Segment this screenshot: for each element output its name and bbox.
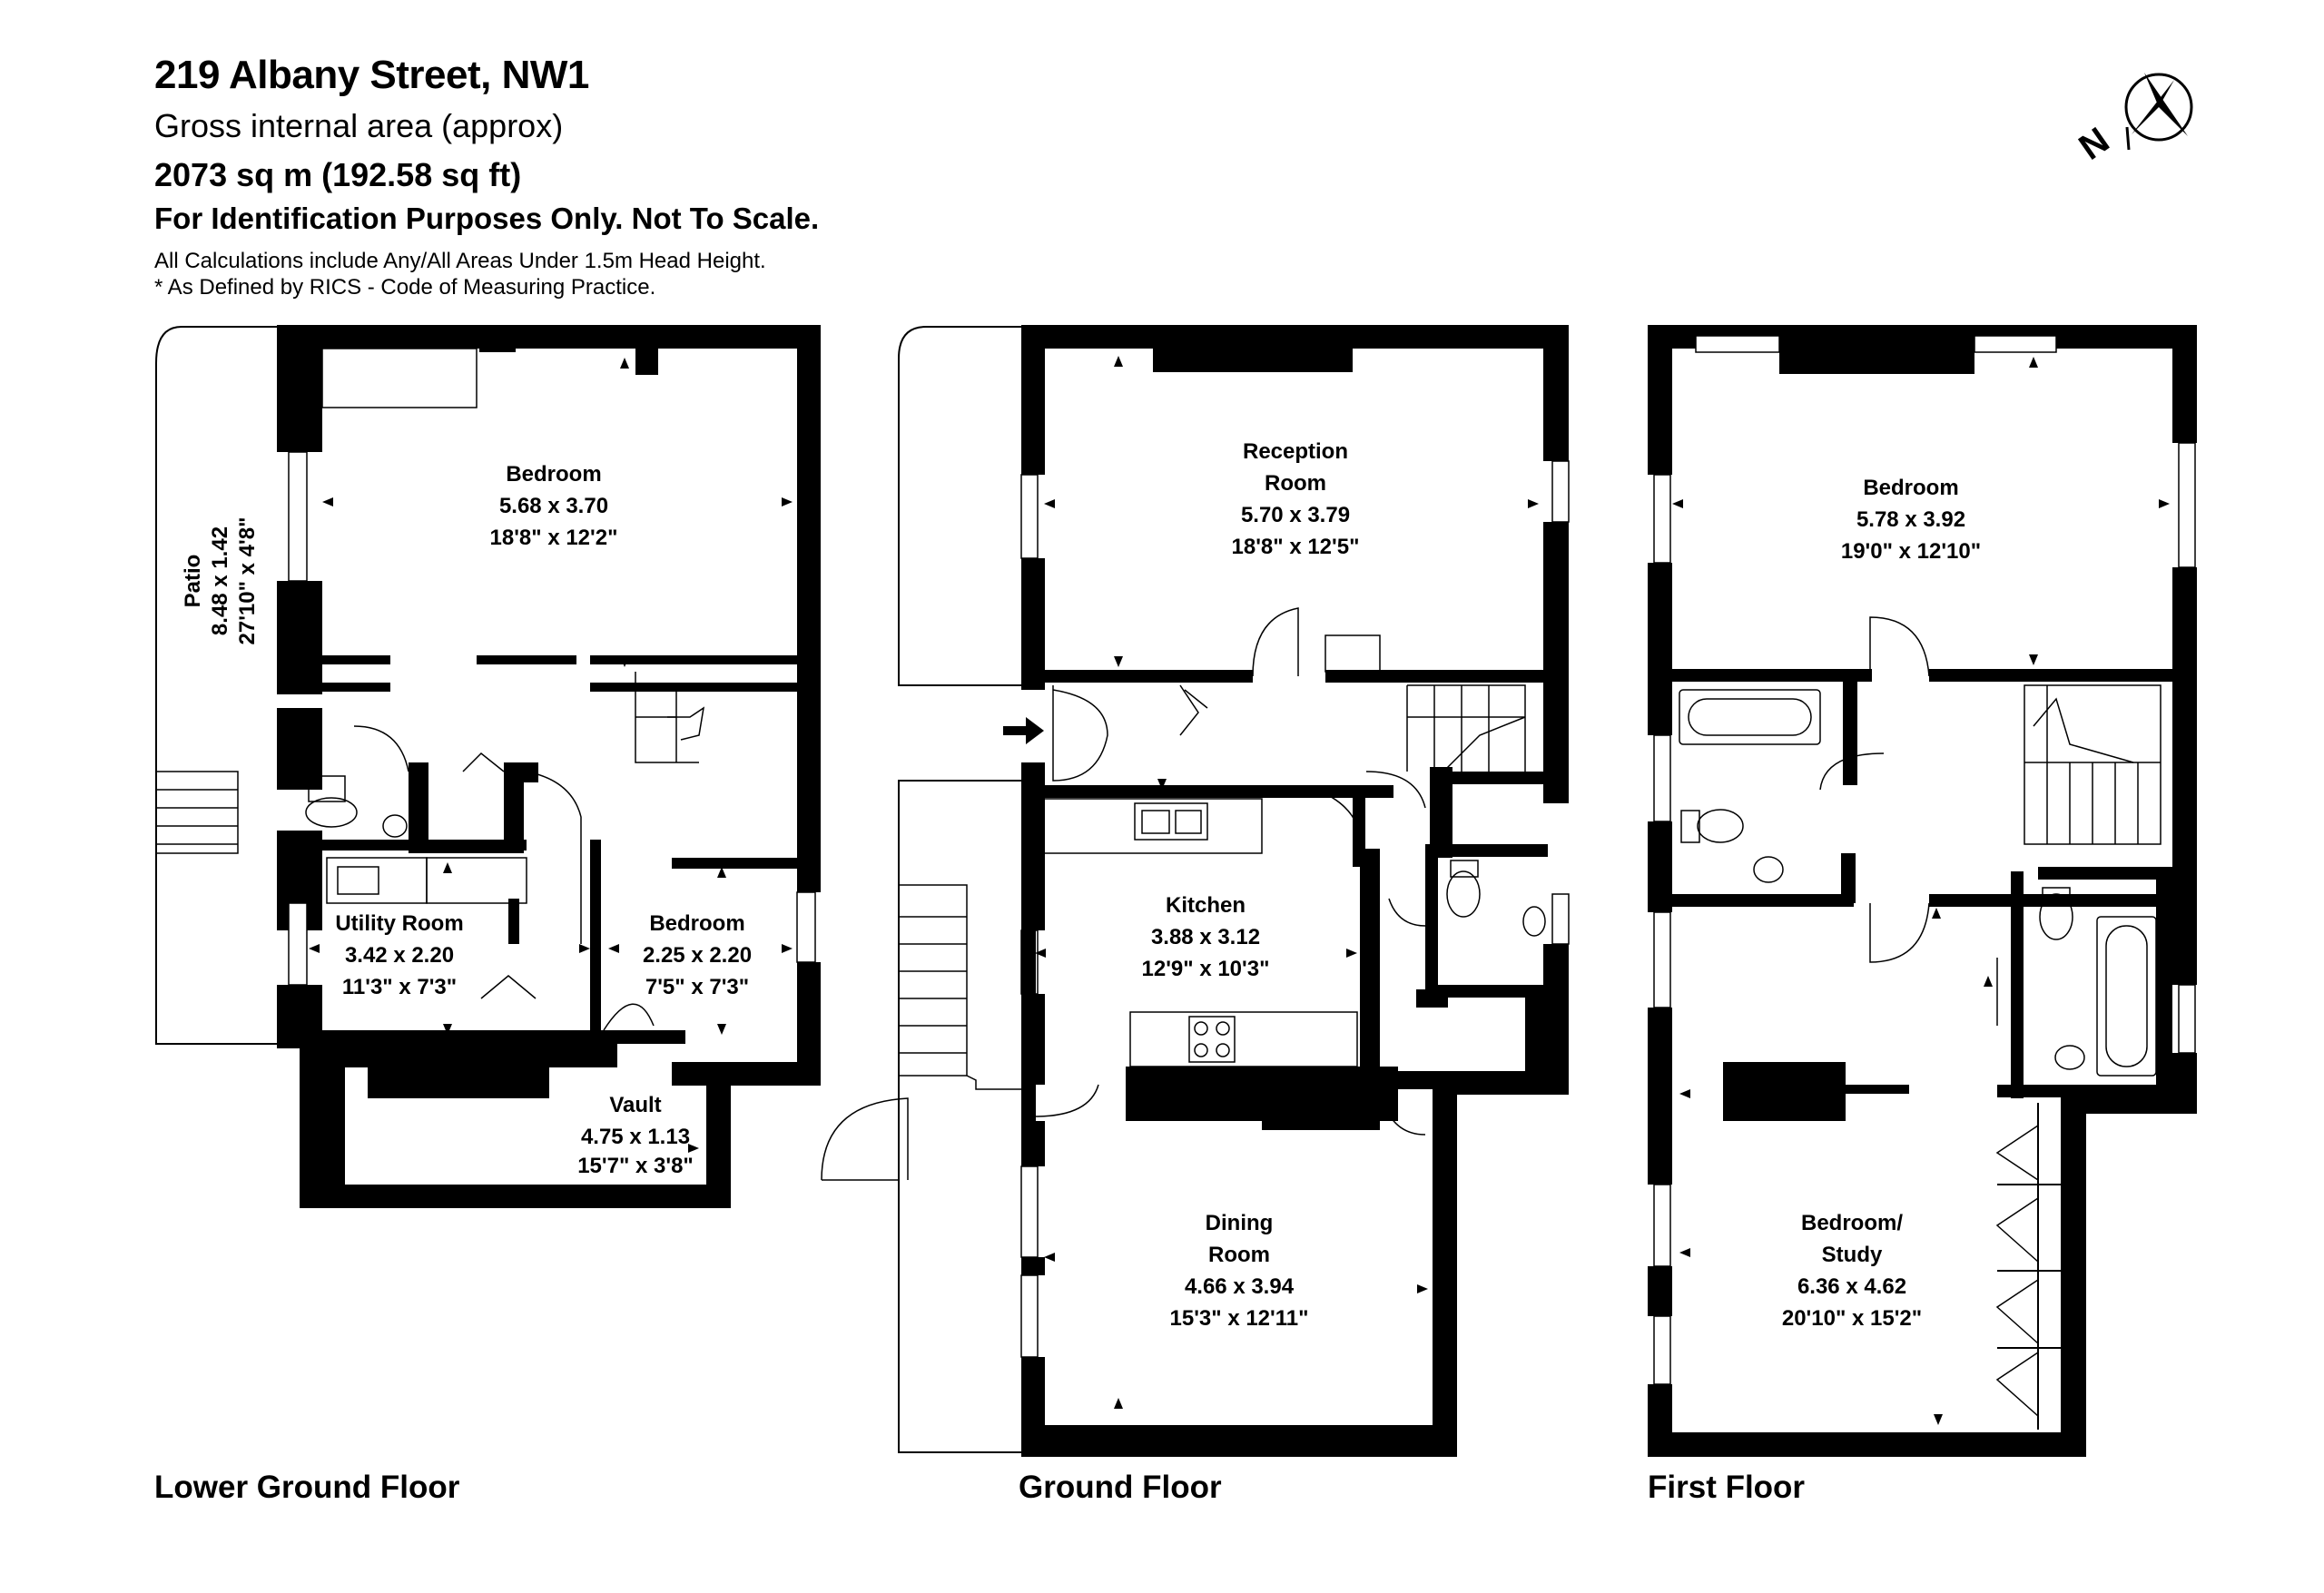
lg-small-bedroom-metric: 2.25 x 2.20 xyxy=(643,943,752,968)
patio-imperial: 27'10" x 4'8" xyxy=(235,517,260,645)
utility-room-name: Utility Room xyxy=(335,911,463,936)
dining-name-line1: Dining xyxy=(1206,1211,1274,1235)
bedroom-study-name-line1: Bedroom/ xyxy=(1801,1211,1903,1235)
reception-name-line1: Reception xyxy=(1243,439,1348,464)
bedroom-study-metric: 6.36 x 4.62 xyxy=(1797,1274,1906,1299)
north-arrow-icon: N xyxy=(2072,73,2193,168)
kitchen-name: Kitchen xyxy=(1166,893,1246,918)
lower-ground-floor-label: Lower Ground Floor xyxy=(154,1470,460,1505)
ff-bedroom-name: Bedroom xyxy=(1863,476,1958,500)
compass-letter: N xyxy=(2072,120,2116,168)
ground-side-outline-top xyxy=(898,326,1021,686)
vault-imperial: 15'7" x 3'8" xyxy=(577,1154,694,1178)
patio-name: Patio xyxy=(181,555,205,608)
ground-floor-plan: Reception Room 5.70 x 3.79 18'8" x 12'5"… xyxy=(821,325,1570,1505)
bedroom-study-imperial: 20'10" x 15'2" xyxy=(1782,1306,1922,1331)
dining-imperial: 15'3" x 12'11" xyxy=(1170,1306,1309,1331)
first-floor-label: First Floor xyxy=(1648,1470,1805,1505)
reception-imperial: 18'8" x 12'5" xyxy=(1232,535,1360,559)
calculations-note: All Calculations include Any/All Areas U… xyxy=(154,249,766,273)
identification-disclaimer: For Identification Purposes Only. Not To… xyxy=(154,202,820,235)
lg-small-bedroom-name: Bedroom xyxy=(649,911,744,936)
bedroom-study-name-line2: Study xyxy=(1822,1243,1883,1267)
vault-name: Vault xyxy=(609,1093,661,1117)
gross-area-value: 2073 sq m (192.58 sq ft) xyxy=(154,156,522,193)
ff-bedroom-metric: 5.78 x 3.92 xyxy=(1856,507,1965,532)
reception-metric: 5.70 x 3.79 xyxy=(1241,503,1350,527)
property-title: 219 Albany Street, NW1 xyxy=(154,53,589,97)
gross-area-label: Gross internal area (approx) xyxy=(154,107,564,144)
kitchen-metric: 3.88 x 3.12 xyxy=(1151,925,1260,949)
lg-small-bedroom-imperial: 7'5" x 7'3" xyxy=(645,975,749,999)
dining-name-line2: Room xyxy=(1208,1243,1270,1267)
utility-room-imperial: 11'3" x 7'3" xyxy=(342,975,457,999)
patio-metric: 8.48 x 1.42 xyxy=(208,526,232,635)
lg-bedroom-imperial: 18'8" x 12'2" xyxy=(490,526,618,550)
ground-side-outline-bottom xyxy=(898,780,1021,1453)
patio-outline xyxy=(155,326,277,1045)
lg-bedroom-name: Bedroom xyxy=(506,462,601,487)
first-floor-plan: Bedroom 5.78 x 3.92 19'0" x 12'10" Bedro… xyxy=(1648,325,2197,1505)
rics-note: * As Defined by RICS - Code of Measuring… xyxy=(154,275,656,300)
utility-room-metric: 3.42 x 2.20 xyxy=(345,943,454,968)
ground-floor-label: Ground Floor xyxy=(1019,1470,1222,1505)
lg-bedroom-metric: 5.68 x 3.70 xyxy=(499,494,608,518)
ff-bedroom-imperial: 19'0" x 12'10" xyxy=(1841,539,1981,564)
lower-ground-floor-plan: Bedroom 5.68 x 3.70 18'8" x 12'2" Patio … xyxy=(154,325,821,1505)
vault-metric: 4.75 x 1.13 xyxy=(581,1125,690,1149)
kitchen-imperial: 12'9" x 10'3" xyxy=(1142,957,1270,981)
dining-metric: 4.66 x 3.94 xyxy=(1185,1274,1295,1299)
reception-name-line2: Room xyxy=(1265,471,1326,496)
